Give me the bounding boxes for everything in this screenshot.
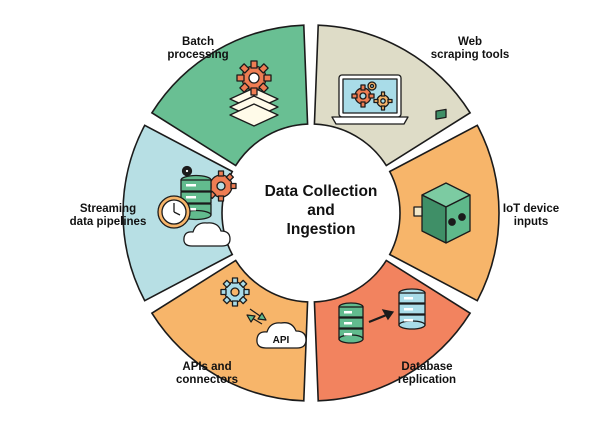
database-replication-icon bbox=[338, 288, 426, 344]
gear-icon bbox=[373, 91, 393, 111]
api-badge-label: API bbox=[273, 335, 290, 346]
cloud-icon bbox=[256, 322, 307, 349]
gear-icon bbox=[220, 277, 250, 307]
center-title: Data Collection and Ingestion bbox=[264, 183, 378, 238]
gear-icon bbox=[181, 165, 193, 177]
laptop-gears-icon bbox=[331, 74, 409, 125]
ring-segment-db bbox=[313, 259, 472, 402]
database-icon bbox=[180, 174, 212, 221]
gear-icon bbox=[367, 81, 377, 91]
target-database-icon bbox=[398, 288, 426, 330]
center-disk bbox=[225, 127, 397, 299]
ring-segment-batch bbox=[150, 24, 309, 167]
source-database-icon bbox=[338, 302, 364, 344]
database-clock-cloud-icon bbox=[157, 165, 237, 247]
api-cloud-icon bbox=[220, 277, 307, 349]
ring-segments bbox=[122, 24, 500, 402]
gear-icon bbox=[351, 84, 375, 108]
sync-arrows-icon bbox=[246, 308, 267, 325]
iot-device-box-icon bbox=[413, 108, 471, 244]
clock-icon bbox=[157, 195, 191, 229]
stacked-layers-gear-icon bbox=[229, 60, 279, 127]
gear-icon bbox=[205, 170, 237, 202]
arrow-right-icon bbox=[368, 309, 395, 324]
cloud-icon bbox=[183, 222, 231, 247]
ring-segment-api bbox=[150, 259, 309, 402]
gear-icon bbox=[236, 60, 272, 96]
